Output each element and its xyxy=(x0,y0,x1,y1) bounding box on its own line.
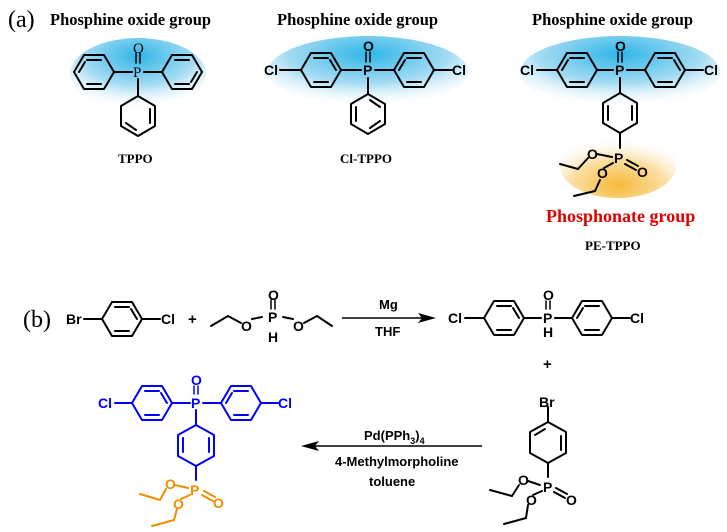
oxygen-atom: O xyxy=(293,318,304,334)
oxygen-atom: O xyxy=(566,492,577,508)
phosphorus-atom: P xyxy=(133,65,141,81)
chlorine-atom: Cl xyxy=(630,310,644,326)
oxygen-atom: O xyxy=(587,146,598,162)
oxygen-atom: O xyxy=(543,287,554,303)
tppo-group-label: Phosphine oxide group xyxy=(50,10,211,29)
base-methylmorpholine: 4-Methylmorpholine xyxy=(335,454,459,469)
pe-tppo-structure xyxy=(536,51,704,197)
chlorine-atom: Cl xyxy=(161,311,175,327)
phosphorus-atom: P xyxy=(268,309,277,325)
reactant-diethyl-phosphite: O O P O H xyxy=(210,287,333,345)
catalyst-pd-pph3-4: Pd(PPh3)4 xyxy=(364,428,425,446)
benzene-ring xyxy=(350,93,386,135)
benzene-ring xyxy=(161,54,203,90)
oxygen-atom: O xyxy=(173,496,184,512)
chlorine-atom: Cl xyxy=(452,62,466,78)
plus-sign: + xyxy=(188,311,197,328)
phosphorus-atom: P xyxy=(191,395,200,411)
compound-tppo: Phosphine oxide group O P TPPO xyxy=(50,10,211,166)
bromine-atom: Br xyxy=(66,311,82,327)
chlorine-atom: Cl xyxy=(98,395,112,411)
intermediate-bis-chlorophenyl-phosphine-oxide: Cl O P H Cl xyxy=(448,287,644,340)
hydrogen-atom: H xyxy=(268,329,278,345)
cl-tppo-group-label: Phosphine oxide group xyxy=(277,10,438,29)
oxygen-atom: O xyxy=(191,372,202,388)
oxygen-atom: O xyxy=(615,38,626,54)
phosphorus-atom: P xyxy=(614,150,623,166)
tppo-structure xyxy=(73,52,203,137)
reactant-bromochlorobenzene: Br Cl xyxy=(66,301,175,337)
phosphorus-atom: P xyxy=(615,62,624,78)
phosphorus-atom: P xyxy=(363,62,372,78)
hydrogen-atom: H xyxy=(543,324,553,340)
pe-tppo-group-label: Phosphine oxide group xyxy=(532,10,693,29)
oxygen-atom: O xyxy=(526,492,537,508)
oxygen-atom: O xyxy=(637,164,648,180)
oxygen-atom: O xyxy=(518,472,529,488)
benzene-ring xyxy=(120,95,156,137)
oxygen-atom: O xyxy=(213,495,224,511)
oxygen-atom: O xyxy=(241,318,252,334)
product-pe-tppo: Cl O P Cl O P O O xyxy=(98,372,292,527)
phosphorus-atom: P xyxy=(543,310,552,326)
oxygen-atom: O xyxy=(363,38,374,54)
phosphorus-atom: P xyxy=(190,482,199,498)
reactant-bromophenyl-phosphonate: Br O P O O xyxy=(489,394,577,525)
solvent-toluene: toluene xyxy=(369,474,415,489)
cl-tppo-structure xyxy=(279,51,453,135)
pe-tppo-name: PE-TPPO xyxy=(585,238,641,253)
reagent-mg: Mg xyxy=(379,297,398,312)
chlorine-atom: Cl xyxy=(448,310,462,326)
chlorine-atom: Cl xyxy=(264,62,278,78)
oxygen-atom: O xyxy=(597,165,608,181)
oxygen-atom: O xyxy=(165,476,176,492)
panel-a-label: (a) xyxy=(8,7,35,33)
oxygen-atom: O xyxy=(268,287,279,303)
chlorine-atom: Cl xyxy=(520,62,534,78)
compound-pe-tppo: Phosphine oxide group Cl Cl O P O xyxy=(520,10,720,253)
tppo-name: TPPO xyxy=(118,151,153,166)
reaction-arrow-1: Mg THF xyxy=(342,297,436,339)
plus-sign: + xyxy=(543,356,552,373)
chlorine-atom: Cl xyxy=(278,395,292,411)
bromine-atom: Br xyxy=(539,394,555,410)
compound-cl-tppo: Phosphine oxide group Cl Cl O P Cl-TPPO xyxy=(264,10,468,166)
phosphonate-highlight xyxy=(560,134,676,198)
phosphonate-group-label: Phosphonate group xyxy=(546,206,695,226)
reaction-arrow-2: Pd(PPh3)4 4-Methylmorpholine toluene xyxy=(301,428,482,489)
cl-tppo-name: Cl-TPPO xyxy=(340,151,392,166)
chlorine-atom: Cl xyxy=(704,62,718,78)
panel-b-label: (b) xyxy=(23,307,51,333)
phosphorus-atom: P xyxy=(543,479,552,495)
solvent-thf: THF xyxy=(375,324,400,339)
oxygen-atom: O xyxy=(133,41,144,57)
